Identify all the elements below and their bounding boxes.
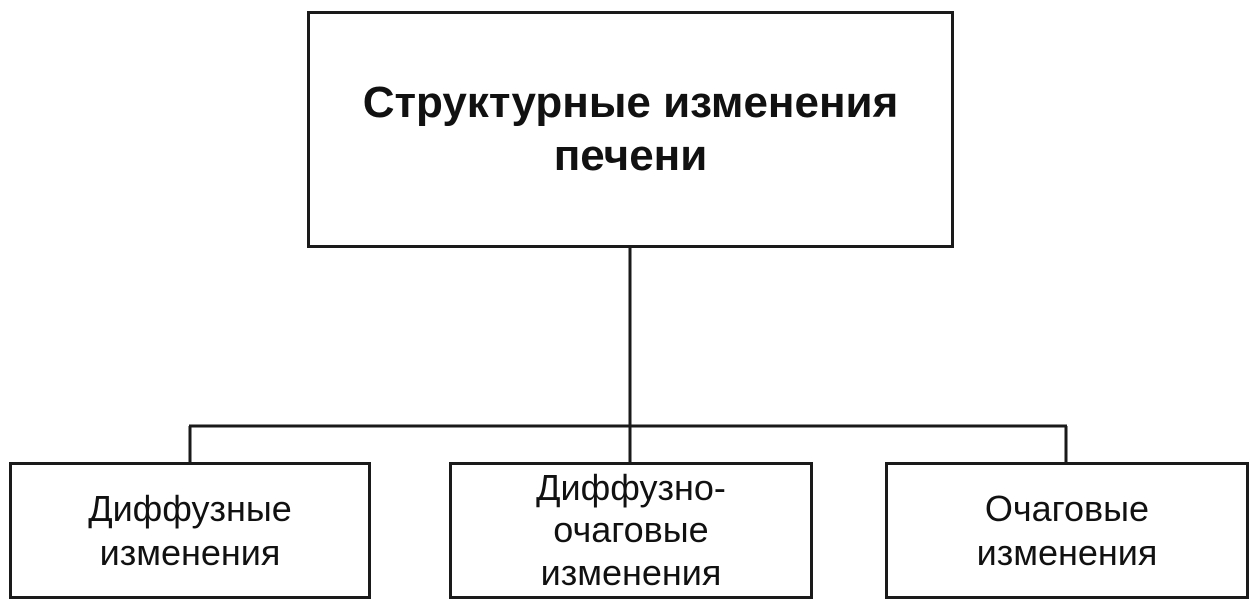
child-node-label: Очаговые изменения [976,487,1158,573]
child-node-label: Диффузные изменения [88,487,292,573]
child-node-diffuse-focal: Диффузно- очаговые изменения [449,462,813,599]
child-node-diffuse: Диффузные изменения [9,462,371,599]
child-node-focal: Очаговые изменения [885,462,1249,599]
root-node: Структурные изменения печени [307,11,954,248]
child-node-label: Диффузно- очаговые изменения [536,466,726,593]
root-node-label: Структурные изменения печени [362,77,899,180]
